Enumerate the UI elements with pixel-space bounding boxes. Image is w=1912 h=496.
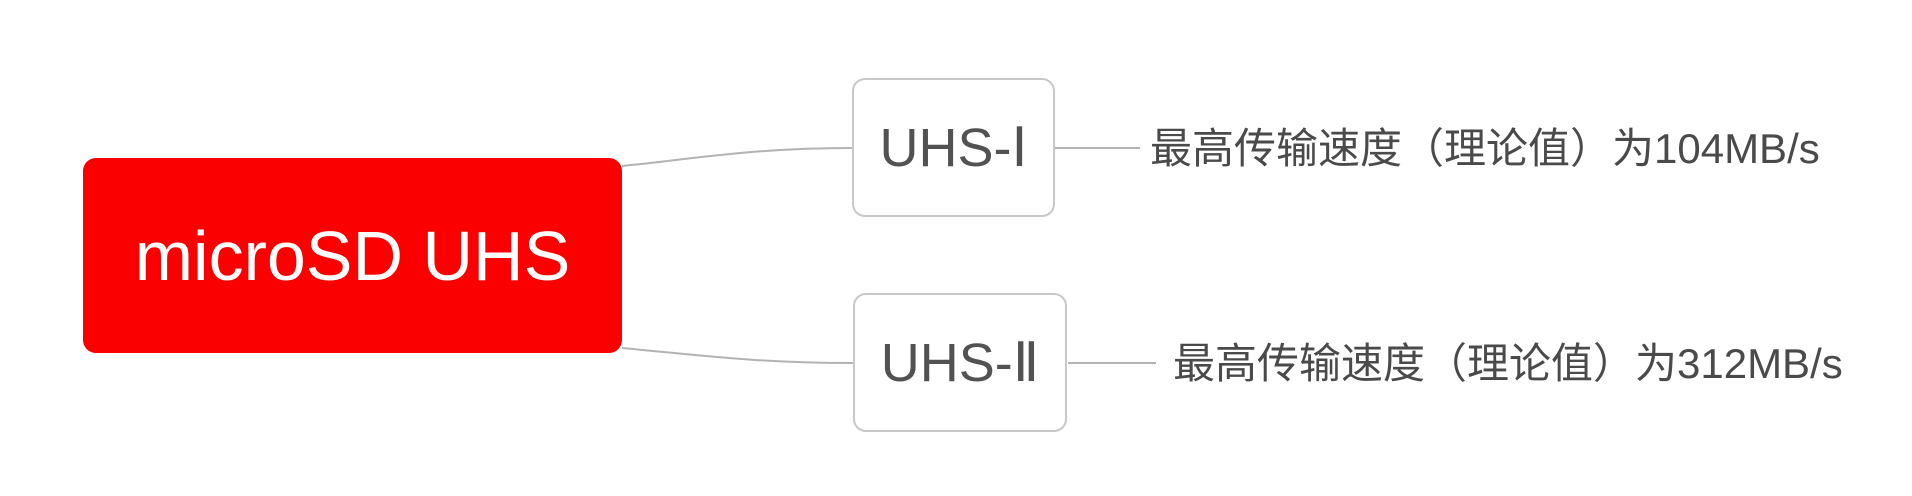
root-node-label: microSD UHS [134,216,571,295]
node-uhs-ii-label: UHS-Ⅱ [880,333,1040,393]
node-uhs-ii[interactable]: UHS-Ⅱ [853,293,1067,432]
connector-root-to-uhs2 [621,347,854,364]
annotation-uhs-ii-max-speed[interactable]: 最高传输速度（理论值）为312MB/s [1173,340,1843,387]
root-node-microsd-uhs[interactable]: microSD UHS [83,158,622,353]
annotation-uhs-i-max-speed[interactable]: 最高传输速度（理论值）为104MB/s [1150,125,1820,172]
node-uhs-i-label: UHS-Ⅰ [879,118,1028,178]
connector-root-to-uhs1 [621,147,853,167]
node-uhs-i[interactable]: UHS-Ⅰ [852,78,1055,217]
